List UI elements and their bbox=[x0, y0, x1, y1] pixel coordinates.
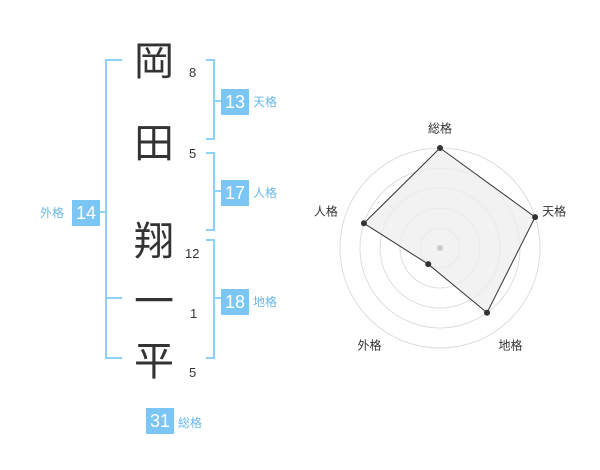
radar-center-dot bbox=[437, 245, 443, 251]
stroke-count-2: 5 bbox=[189, 146, 197, 161]
name-char-1: 岡 bbox=[134, 39, 174, 85]
name-char-5: 平 bbox=[134, 339, 174, 385]
radar-axis-label: 外格 bbox=[357, 338, 382, 353]
stroke-count-1: 8 bbox=[189, 65, 197, 80]
stroke-count-5: 5 bbox=[189, 365, 197, 380]
stroke-count-3: 12 bbox=[185, 246, 200, 261]
name-char-3: 翔 bbox=[134, 219, 174, 265]
radar-point-総格 bbox=[437, 145, 443, 151]
stroke-count-4: 1 bbox=[190, 306, 198, 321]
tenkaku-label: 天格 bbox=[253, 95, 278, 109]
chikaku-label: 地格 bbox=[253, 295, 278, 309]
gaikaku-bracket bbox=[105, 59, 122, 359]
radar-point-地格 bbox=[484, 309, 491, 316]
tenkaku-badge: 13 bbox=[221, 89, 249, 115]
name-char-4: 一 bbox=[134, 279, 174, 325]
radar-axis-label: 人格 bbox=[313, 204, 338, 219]
soukaku-label: 総格 bbox=[178, 416, 203, 430]
radar-point-人格 bbox=[360, 220, 367, 227]
gaikaku-label: 外格 bbox=[40, 206, 65, 220]
tenkaku-bracket bbox=[206, 59, 215, 140]
radar-axis-label: 天格 bbox=[542, 204, 567, 219]
radar-point-外格 bbox=[425, 261, 432, 268]
radar-series bbox=[363, 147, 536, 314]
radar-axis-label: 総格 bbox=[427, 121, 453, 136]
soukaku-badge: 31 bbox=[146, 408, 174, 434]
radar-point-天格 bbox=[532, 214, 539, 221]
jinkaku-badge: 17 bbox=[221, 180, 249, 206]
gaikaku-badge: 14 bbox=[72, 200, 100, 226]
name-char-2: 田 bbox=[134, 121, 174, 167]
jinkaku-label: 人格 bbox=[253, 186, 278, 200]
radar-axis-label: 地格 bbox=[498, 338, 523, 353]
chikaku-badge: 18 bbox=[221, 289, 249, 315]
